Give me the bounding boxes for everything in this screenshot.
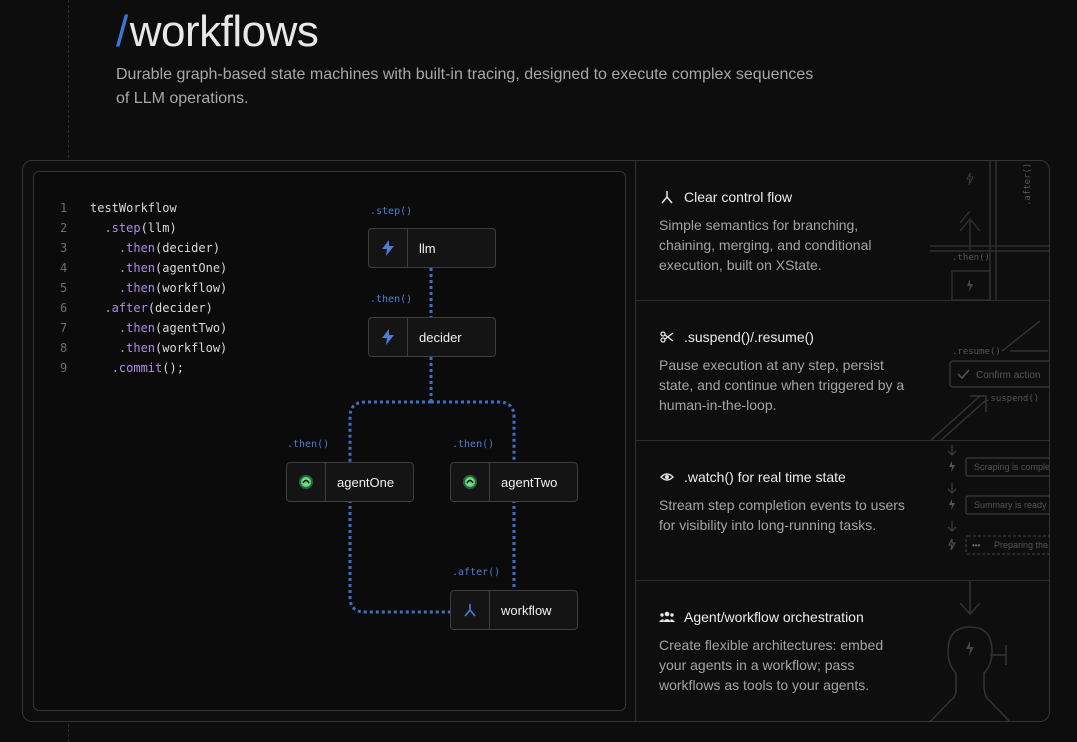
code-line: 6 .after(decider) [60,301,213,315]
orchestration-illustration [930,581,1011,721]
node-decider[interactable]: decider [368,317,496,357]
agent-icon [287,463,326,501]
feature-description: Create flexible architectures: embed you… [659,637,884,693]
feature-title: Clear control flow [684,189,793,205]
branch-icon [659,189,675,205]
code-line: 3 .then(decider) [60,241,221,255]
code-line: 2 .step(llm) [60,221,177,235]
scissors-icon [659,329,675,345]
feature-title: Agent/workflow orchestration [684,609,864,625]
agenttwo-tag: .then() [452,439,495,450]
resume-deco-label: .resume() [952,347,1001,357]
feature-header: Clear control flow [659,189,792,205]
node-workflow[interactable]: workflow [450,590,578,630]
workflow-tag: .after() [452,567,501,578]
features-panel: .then() .after() Clear control flow Simp… [635,161,1050,721]
watch-illustration: Scraping is complete Summary is ready ••… [947,445,1050,555]
node-agentone[interactable]: agentOne [286,462,414,502]
code-line: 9 .commit(); [60,361,184,375]
feature-title: .watch() for real time state [684,469,846,485]
feature-description: Simple semantics for branching, chaining… [659,217,872,273]
agentone-tag: .then() [287,439,330,450]
edge-branch-left [348,400,431,462]
after-deco-label: .after() [1023,163,1033,206]
node-label: agentTwo [501,474,558,490]
page-title: /workflows [116,6,319,58]
node-label: agentOne [337,474,395,490]
feature-header: .watch() for real time state [659,469,846,485]
event-deco-3: Preparing the [994,540,1048,550]
code-line: 5 .then(workflow) [60,281,228,295]
node-label: decider [419,329,462,345]
node-label: llm [419,240,436,256]
edge-branch-right [431,400,516,462]
control-flow-illustration: .then() .after() [930,161,1049,300]
suspend-resume-illustration: .resume() Confirm action .suspend() [930,320,1049,441]
feature-header: Agent/workflow orchestration [659,609,864,625]
lightning-icon [369,318,408,356]
event-deco-1: Scraping is complete [974,462,1050,472]
edge-agentone-workflow [348,500,451,614]
people-icon [659,609,675,625]
eye-icon [659,469,675,485]
feature-suspend-resume: .resume() Confirm action .suspend() .sus… [636,300,1049,441]
code-line: 4 .then(agentOne) [60,261,228,275]
event-deco-2: Summary is ready [974,500,1047,510]
feature-title: .suspend()/.resume() [684,329,814,345]
llm-tag: .step() [370,206,413,217]
feature-orchestration: Agent/workflow orchestration Create flex… [636,580,1049,721]
agent-icon [451,463,490,501]
graph-edges [348,268,516,614]
title-text: workflows [129,7,319,56]
code-line: 8 .then(workflow) [60,341,228,355]
feature-description: Stream step completion events to users f… [659,497,905,533]
node-agenttwo[interactable]: agentTwo [450,462,578,502]
branch-icon [451,591,490,629]
feature-description: Pause execution at any step, persist sta… [659,357,905,413]
then-deco-label: .then() [952,253,990,263]
node-llm[interactable]: llm [368,228,496,268]
svg-text:•••: ••• [972,541,981,550]
feature-watch: Scraping is complete Summary is ready ••… [636,440,1050,581]
lightning-icon [369,229,408,267]
title-slash: / [116,7,128,56]
confirm-deco-label: Confirm action [976,370,1040,381]
decider-tag: .then() [370,294,413,305]
suspend-deco-label: .suspend() [985,394,1039,404]
page-subtitle: Durable graph-based state machines with … [116,66,814,107]
feature-control-flow: .then() .after() Clear control flow Simp… [636,161,1049,300]
feature-header: .suspend()/.resume() [659,329,814,345]
code-line: 7 .then(agentTwo) [60,321,228,335]
node-label: workflow [501,602,552,618]
